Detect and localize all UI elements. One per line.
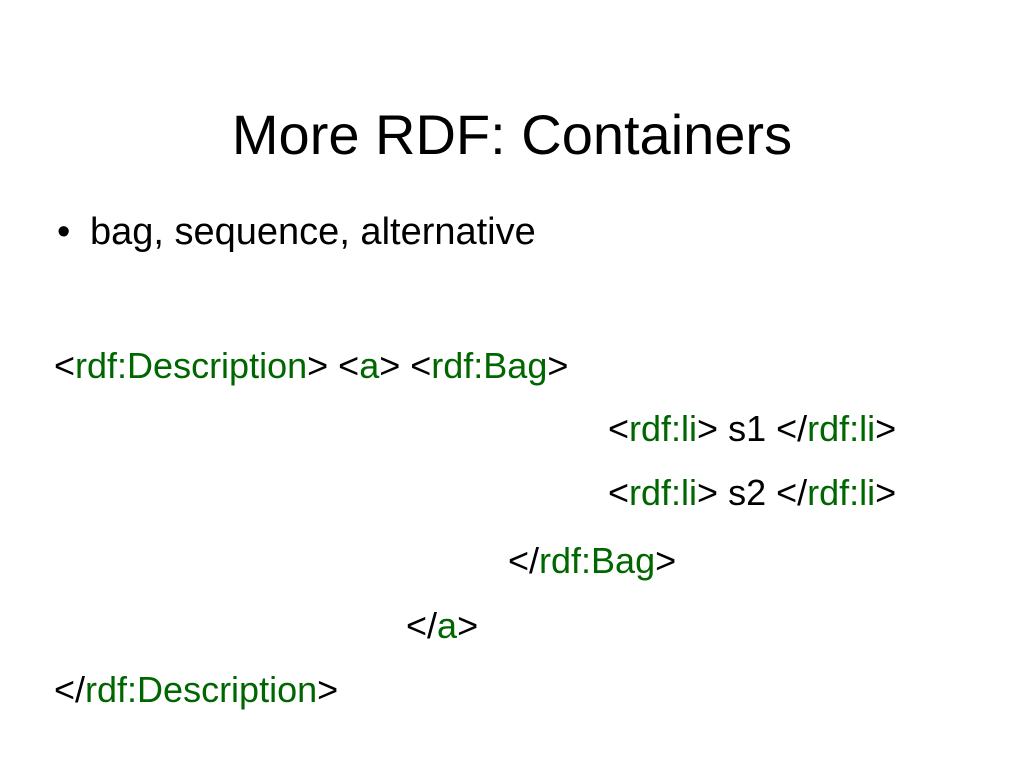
code-punct: </: [54, 669, 86, 710]
bullet-text: bag, sequence, alternative: [90, 211, 536, 253]
code-tag-name: rdf:li: [629, 472, 698, 513]
code-tag-name: rdf:Bag: [431, 345, 548, 386]
code-punct: >: [547, 345, 569, 386]
code-punct: <: [608, 408, 630, 449]
code-tag-name: rdf:li: [807, 472, 876, 513]
code-punct: <: [608, 472, 630, 513]
code-line-a-close: </a>: [406, 604, 478, 648]
code-punct: > <: [379, 345, 432, 386]
code-punct: > s1 </: [697, 408, 808, 449]
code-line-description-open: <rdf:Description> <a> <rdf:Bag>: [54, 344, 568, 388]
code-line-li-s1: <rdf:li> s1 </rdf:li>: [608, 407, 896, 451]
code-tag-name: rdf:Description: [75, 345, 308, 386]
code-punct: >: [655, 540, 677, 581]
code-tag-name: rdf:Description: [85, 669, 318, 710]
code-tag-name: a: [359, 345, 380, 386]
code-tag-name: a: [437, 605, 458, 646]
code-punct: > <: [307, 345, 360, 386]
code-punct: </: [508, 540, 540, 581]
code-punct: >: [457, 605, 479, 646]
code-line-bag-close: </rdf:Bag>: [508, 539, 676, 583]
bullet-item: • bag, sequence, alternative: [57, 209, 536, 255]
code-line-li-s2: <rdf:li> s2 </rdf:li>: [608, 471, 896, 515]
code-tag-name: rdf:Bag: [539, 540, 656, 581]
code-punct: <: [54, 345, 76, 386]
code-punct: </: [406, 605, 438, 646]
code-tag-name: rdf:li: [807, 408, 876, 449]
code-punct: > s2 </: [697, 472, 808, 513]
code-tag-name: rdf:li: [629, 408, 698, 449]
bullet-marker: •: [57, 211, 71, 253]
slide-title: More RDF: Containers: [231, 103, 793, 166]
code-punct: >: [875, 472, 897, 513]
code-punct: >: [317, 669, 339, 710]
code-line-description-close: </rdf:Description>: [54, 668, 338, 712]
code-punct: >: [875, 408, 897, 449]
